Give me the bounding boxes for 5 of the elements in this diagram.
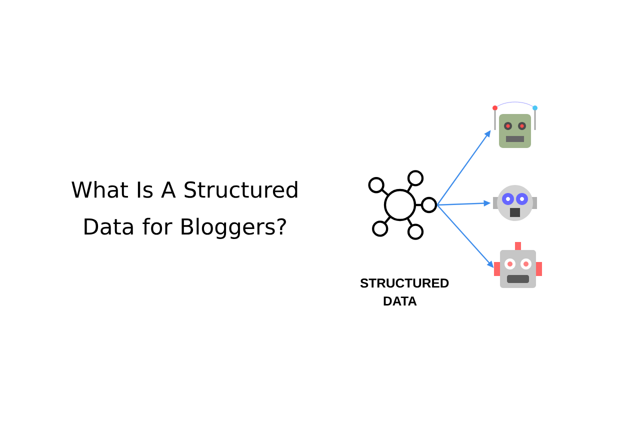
node-label: STRUCTURED DATA	[360, 278, 449, 306]
robot-drawing	[494, 242, 542, 288]
title: What Is A Structured Data for Bloggers?	[72, 180, 298, 240]
robot-drawing	[492, 102, 538, 148]
robot-drawing	[493, 185, 537, 221]
